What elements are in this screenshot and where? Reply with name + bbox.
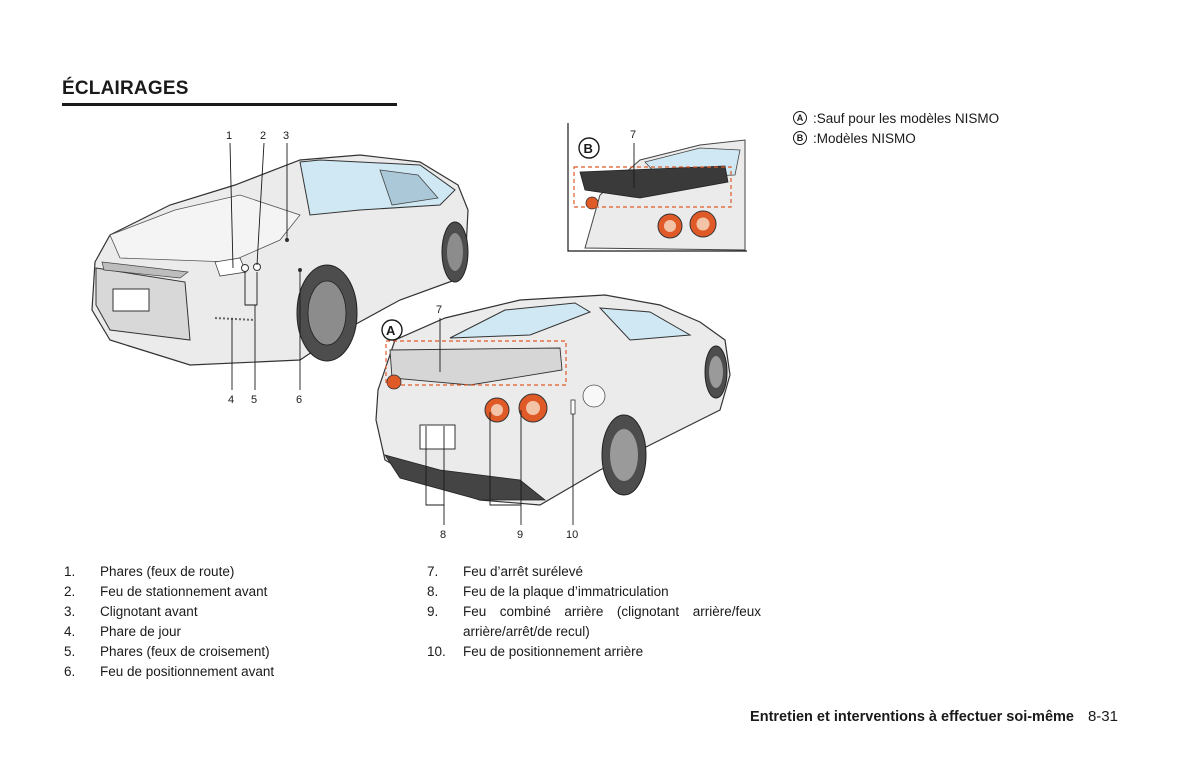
list-item: 10. Feu de positionnement arrière: [427, 642, 761, 662]
list-item-text: Feu d’arrêt surélevé: [463, 564, 584, 579]
callout-1: 1: [226, 130, 232, 142]
list-item: 2. Feu de stationnement avant: [64, 582, 364, 602]
callout-9: 9: [517, 529, 523, 541]
list-item-text: Feu de la plaque d’immatriculation: [463, 584, 669, 599]
model-legend: A :Sauf pour les modèles NISMO B :Modèle…: [793, 108, 999, 148]
page-number: 8-31: [1087, 708, 1118, 725]
rear-car-illustration: A: [375, 294, 731, 506]
lamp-list-left: 1. Phares (feux de route) 2. Feu de statio…: [64, 562, 364, 682]
list-item-text: Phare de jour: [100, 624, 182, 639]
nismo-inset: B 7: [567, 123, 747, 252]
inset-badge: B: [584, 141, 593, 156]
callout-7: 7: [436, 304, 442, 316]
list-item-number: 2.: [64, 584, 76, 599]
list-item-text: Feu de stationnement avant: [100, 584, 268, 599]
legend-item-a: A :Sauf pour les modèles NISMO: [793, 108, 999, 128]
legend-badge-a: A: [793, 111, 807, 125]
list-item-number: 1.: [64, 564, 76, 579]
list-item-number: 8.: [427, 584, 439, 599]
rear-callout-leaders: [425, 318, 574, 525]
list-item: 7. Feu d’arrêt surélevé: [427, 562, 761, 582]
lamp-list-right: 7. Feu d’arrêt surélevé 8. Feu de la plaqu…: [427, 562, 761, 662]
front-callout-labels: 1 2 3 4 5 6: [226, 130, 302, 406]
list-item-text: Phares (feux de croisement): [100, 644, 270, 659]
page-footer: Entretien et interventions à effectuer s…: [750, 708, 1118, 725]
list-item-number: 3.: [64, 604, 76, 619]
list-item: 1. Phares (feux de route): [64, 562, 364, 582]
legend-item-b: B :Modèles NISMO: [793, 128, 999, 148]
list-item-text: Feu de positionnement arrière: [463, 644, 644, 659]
list-item-number: 7.: [427, 564, 439, 579]
inset-callout-7: 7: [630, 129, 636, 141]
callout-3: 3: [283, 130, 289, 142]
callout-5: 5: [251, 394, 257, 406]
legend-text-a: :Sauf pour les modèles NISMO: [813, 110, 1000, 126]
callout-6: 6: [296, 394, 302, 406]
list-item: 9. Feu combiné arrière (clignotant arrièr…: [427, 602, 761, 642]
list-item-number: 6.: [64, 664, 76, 679]
footer-section-title: Entretien et interventions à effectuer s…: [750, 709, 1074, 725]
legend-badge-b: B: [793, 131, 807, 145]
legend-text-b: :Modèles NISMO: [813, 130, 916, 146]
list-item: 5. Phares (feux de croisement): [64, 642, 364, 662]
rear-badge: A: [386, 323, 396, 338]
list-item-number: 10.: [427, 644, 446, 659]
list-item: 3. Clignotant avant: [64, 602, 364, 622]
list-item: 4. Phare de jour: [64, 622, 364, 642]
list-item-number: 5.: [64, 644, 76, 659]
list-item-text: Feu combiné arrière (clignotant arrière/…: [463, 604, 761, 639]
title-underline: [62, 103, 397, 106]
front-car-illustration: [91, 154, 469, 366]
callout-4: 4: [228, 394, 234, 406]
front-callout-leaders: [229, 142, 301, 390]
list-item-text: Feu de positionnement avant: [100, 664, 275, 679]
callout-10: 10: [566, 529, 578, 541]
list-item: 6. Feu de positionnement avant: [64, 662, 364, 682]
list-item-number: 4.: [64, 624, 76, 639]
page-title: ÉCLAIRAGES: [62, 78, 189, 99]
list-item-number: 9.: [427, 604, 439, 619]
rear-callout-labels: 7 8 9 10: [436, 304, 578, 541]
list-item: 8. Feu de la plaque d’immatriculation: [427, 582, 761, 602]
callout-8: 8: [440, 529, 446, 541]
list-item-text: Clignotant avant: [100, 604, 198, 619]
callout-2: 2: [260, 130, 266, 142]
list-item-text: Phares (feux de route): [100, 564, 235, 579]
